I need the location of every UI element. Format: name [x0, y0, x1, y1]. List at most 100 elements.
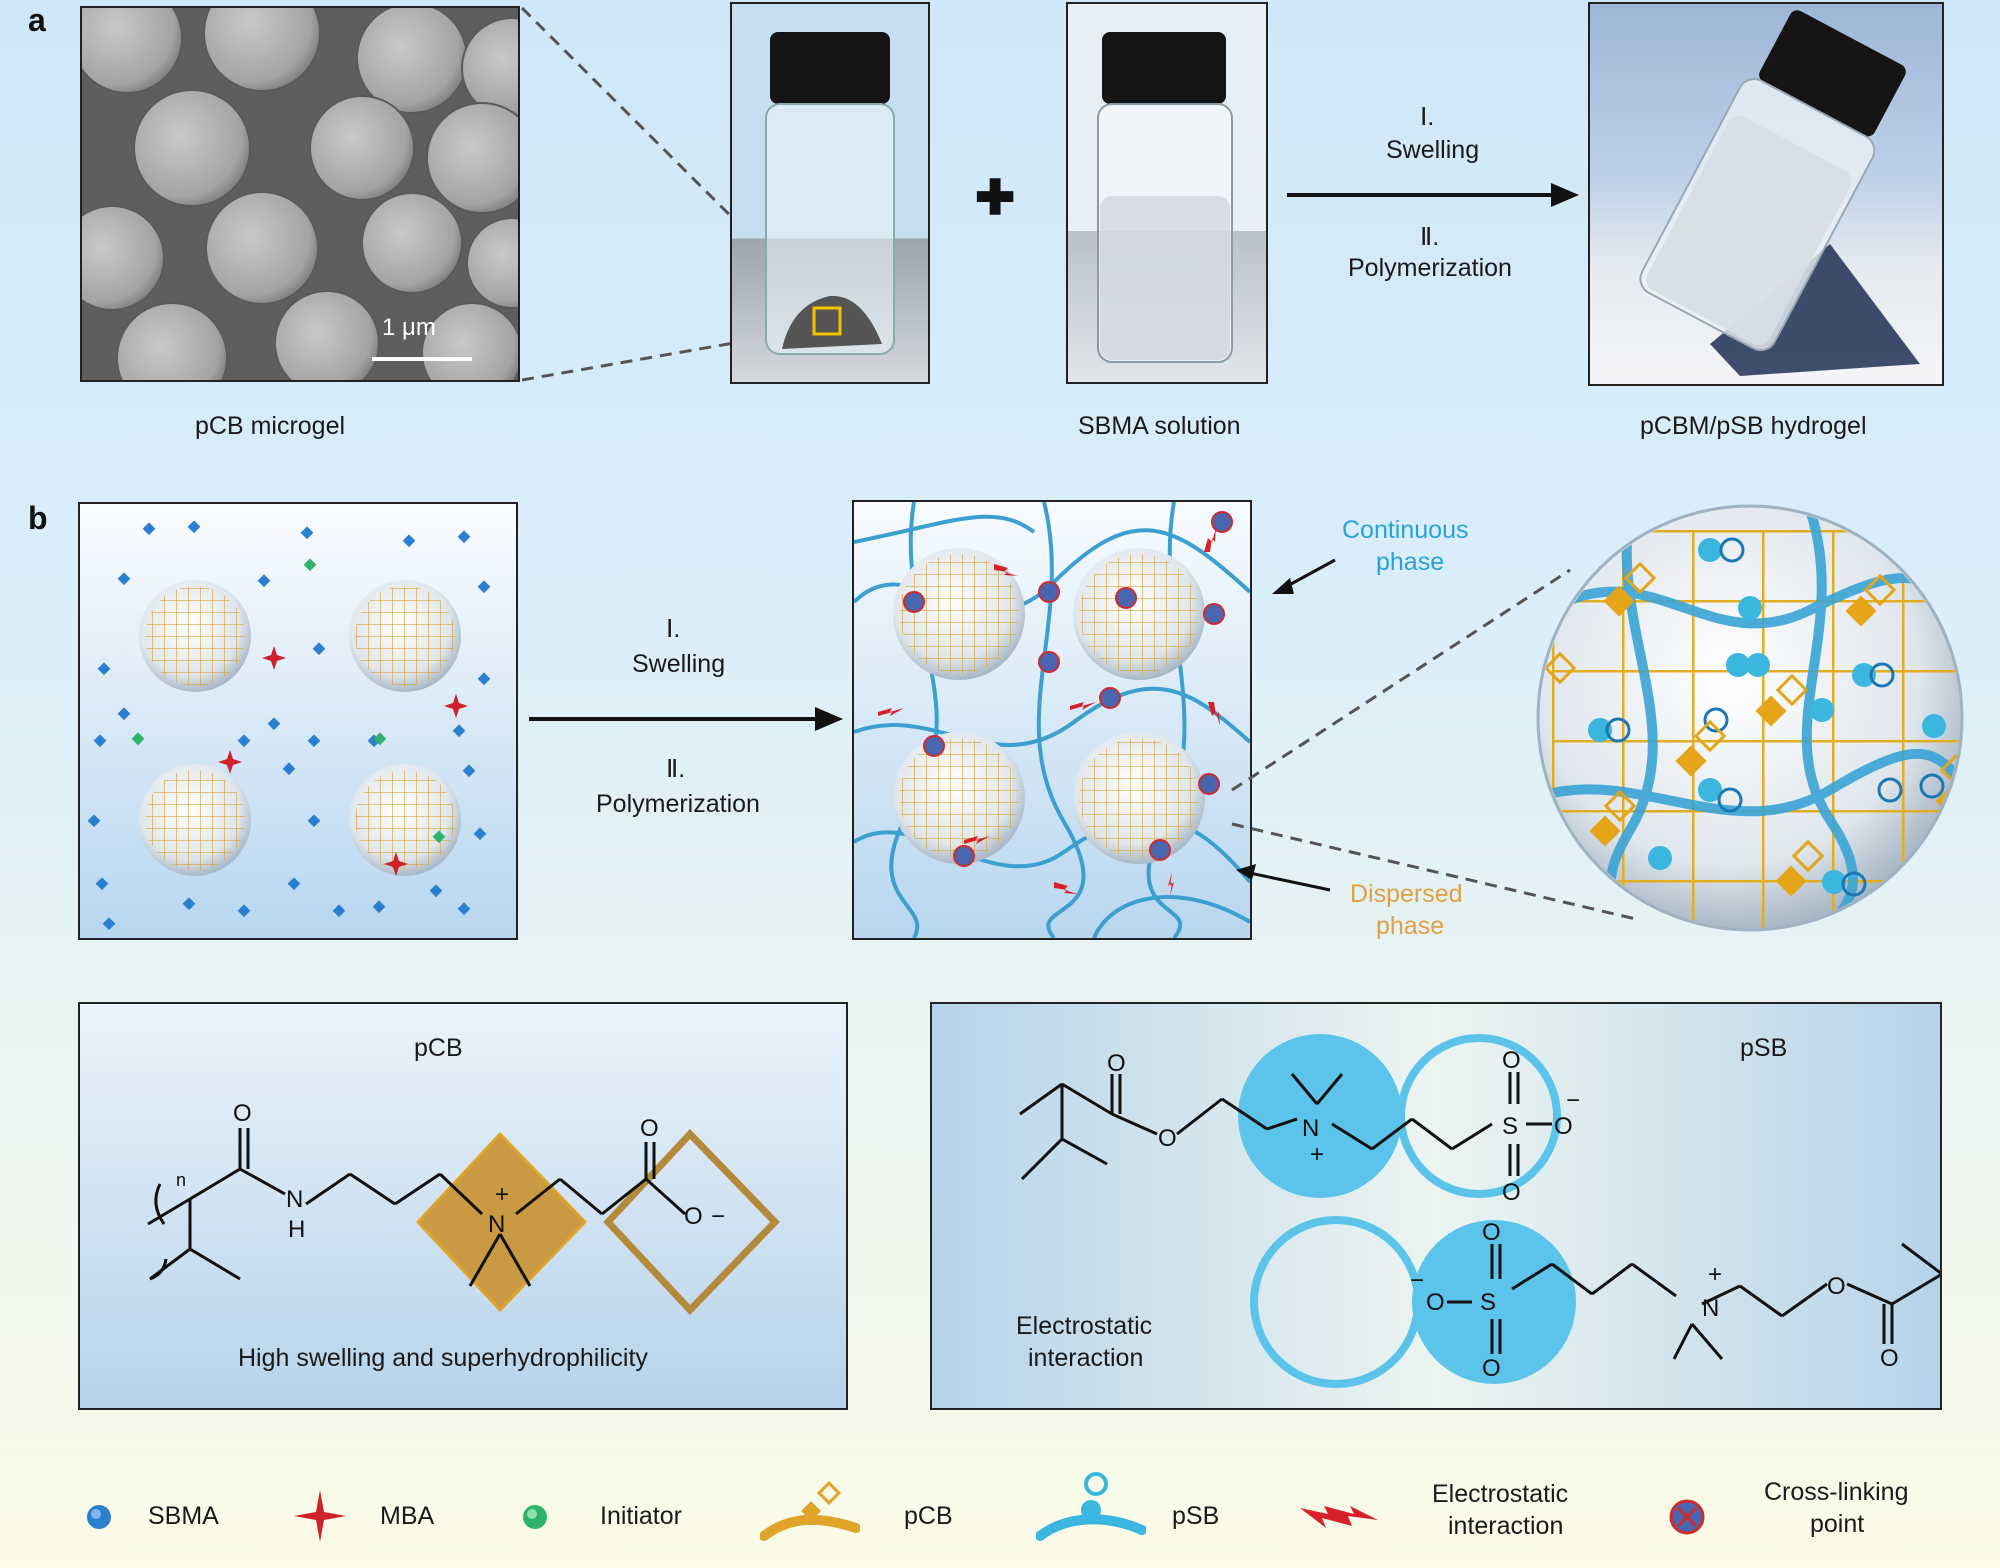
- psb-box-title: pSB: [1740, 1034, 1788, 1062]
- pcb-atom-o3: O: [684, 1203, 703, 1230]
- pcb-atom-n2: N: [488, 1211, 505, 1238]
- pcb-chemical-structure: O N H N + O O − n: [147, 1100, 780, 1316]
- a-step1-numeral: Ⅰ.: [1420, 103, 1435, 131]
- electrostatic-bolts: [878, 528, 1220, 896]
- microgel-powder: [782, 295, 882, 349]
- psb-bot-o3: O: [1426, 1289, 1445, 1316]
- psb-top-o5: O: [1554, 1113, 1573, 1140]
- pcb-n-sub: n: [176, 1170, 186, 1190]
- psb-top-o3: O: [1502, 1047, 1521, 1074]
- pcb-anion-diamond: [603, 1128, 780, 1316]
- microgel-particles: [139, 580, 461, 876]
- continuous-phase-line2: phase: [1376, 548, 1445, 576]
- psb-bot-plus: +: [1708, 1261, 1722, 1288]
- psb-top-o2: O: [1158, 1125, 1177, 1152]
- pcb-atom-h1: H: [288, 1216, 305, 1243]
- b-process-arrow: [529, 707, 843, 731]
- dispersed-microgels: [893, 548, 1205, 864]
- a-step1-label: Swelling: [1386, 136, 1480, 164]
- a-step2-numeral: Ⅱ.: [1420, 223, 1440, 251]
- initiator-molecules: [131, 558, 446, 844]
- psb-top-o4: O: [1502, 1179, 1521, 1206]
- sbma-dot-icon: [87, 1505, 111, 1529]
- psb-bot-s: S: [1480, 1289, 1496, 1316]
- psb-top-o1: O: [1107, 1050, 1126, 1077]
- psb-chemical-structure: O O N + S O O O − N + S O O O − O O: [1019, 1034, 1940, 1388]
- zoom-microgel-detail: [1536, 504, 1964, 932]
- schematic-after: [852, 500, 1252, 940]
- psb-bot-o5: O: [1880, 1345, 1899, 1372]
- psb-bot-o4: O: [1827, 1273, 1846, 1300]
- psb-cation-circle-bottom: [1412, 1220, 1576, 1384]
- legend-label-sbma: SBMA: [148, 1502, 219, 1530]
- dispersed-phase-line2: phase: [1376, 912, 1445, 940]
- legend-label-psb: pSB: [1172, 1502, 1220, 1530]
- psb-electrostatic-line1: Electrostatic: [1016, 1312, 1153, 1340]
- crosslink-icon: [1669, 1499, 1705, 1535]
- sbma-liquid: [1100, 196, 1230, 360]
- legend-label-crosslink-2: point: [1810, 1510, 1865, 1538]
- b-step1-numeral: Ⅰ.: [666, 615, 681, 643]
- pcb-chain-icon: [760, 1480, 860, 1541]
- psb-top-plus: +: [1310, 1141, 1324, 1168]
- pcb-cation-diamond: [415, 1131, 588, 1313]
- panel-b-letter: b: [28, 500, 48, 536]
- plus-icon: ✚: [975, 172, 1016, 225]
- mba-crosslinkers: [218, 646, 468, 876]
- pcb-structure-box: pCB O N H N + O O − n High swelling and …: [78, 1002, 848, 1410]
- legend-label-initiator: Initiator: [600, 1502, 682, 1530]
- psb-bot-o1: O: [1482, 1219, 1501, 1246]
- panel-a-letter: a: [28, 2, 46, 38]
- schematic-before: [78, 502, 518, 940]
- b-step1-label: Swelling: [632, 650, 726, 678]
- psb-electrostatic-line2: interaction: [1028, 1344, 1144, 1372]
- a-step2-label: Polymerization: [1348, 254, 1512, 282]
- crosslink-points: [903, 511, 1233, 867]
- pcb-atom-o1: O: [233, 1100, 252, 1127]
- legend-label-pcb: pCB: [904, 1502, 953, 1530]
- psb-anion-ring-bottom: [1250, 1216, 1422, 1388]
- photo-vial-microgel: [730, 2, 930, 384]
- caption-microgel: pCB microgel: [195, 412, 346, 440]
- hydrogel-body: [1646, 115, 1852, 346]
- photo-vial-solution: [1066, 2, 1268, 384]
- psb-chain-icon: [1036, 1472, 1146, 1541]
- psb-top-minus: −: [1566, 1087, 1580, 1114]
- sem-image: 1 μm: [80, 6, 520, 382]
- psb-bot-n: N: [1702, 1295, 1719, 1322]
- pcb-atom-o2: O: [640, 1115, 659, 1142]
- legend: SBMA MBA Initiator pCB pSB Electrostatic…: [0, 1440, 2000, 1568]
- b-step2-numeral: Ⅱ.: [666, 755, 686, 783]
- sem-scale-label: 1 μm: [382, 314, 436, 341]
- vial-glass: [765, 103, 895, 355]
- initiator-dot-icon: [523, 1505, 547, 1529]
- sem-scale-bar: [372, 357, 472, 361]
- mba-star-icon: [294, 1490, 346, 1542]
- pcb-box-caption: High swelling and superhydrophilicity: [238, 1344, 648, 1372]
- legend-label-electrostatic-2: interaction: [1448, 1512, 1564, 1540]
- dispersed-phase-line1: Dispersed: [1350, 880, 1463, 908]
- zoom-box: [812, 306, 842, 336]
- legend-label-electrostatic-1: Electrostatic: [1432, 1480, 1569, 1508]
- sem-microspheres: [82, 8, 518, 380]
- psb-open-groups: [1605, 537, 1945, 897]
- psb-top-s: S: [1502, 1113, 1518, 1140]
- psb-cation-circle-top: [1238, 1034, 1402, 1198]
- a-process-arrow: [1287, 183, 1579, 207]
- psb-bot-o2: O: [1482, 1355, 1501, 1382]
- b-step2-label: Polymerization: [596, 790, 760, 818]
- legend-label-mba: MBA: [380, 1502, 435, 1530]
- pcb-atom-n1: N: [286, 1186, 303, 1213]
- caption-solution: SBMA solution: [1078, 412, 1241, 440]
- pcb-open-groups: [1543, 561, 1960, 873]
- caption-hydrogel: pCBM/pSB hydrogel: [1640, 412, 1867, 440]
- continuous-phase-line1: Continuous: [1342, 516, 1469, 544]
- lightning-icon: [1300, 1506, 1378, 1528]
- psb-anion-ring-top: [1397, 1034, 1561, 1198]
- pcb-box-title: pCB: [414, 1034, 463, 1062]
- photo-hydrogel: [1588, 2, 1944, 386]
- pcb-minus: −: [711, 1203, 725, 1230]
- legend-label-crosslink-1: Cross-linking: [1764, 1478, 1909, 1506]
- psb-structure-box: pSB O O N + S O O O − N +: [930, 1002, 1942, 1410]
